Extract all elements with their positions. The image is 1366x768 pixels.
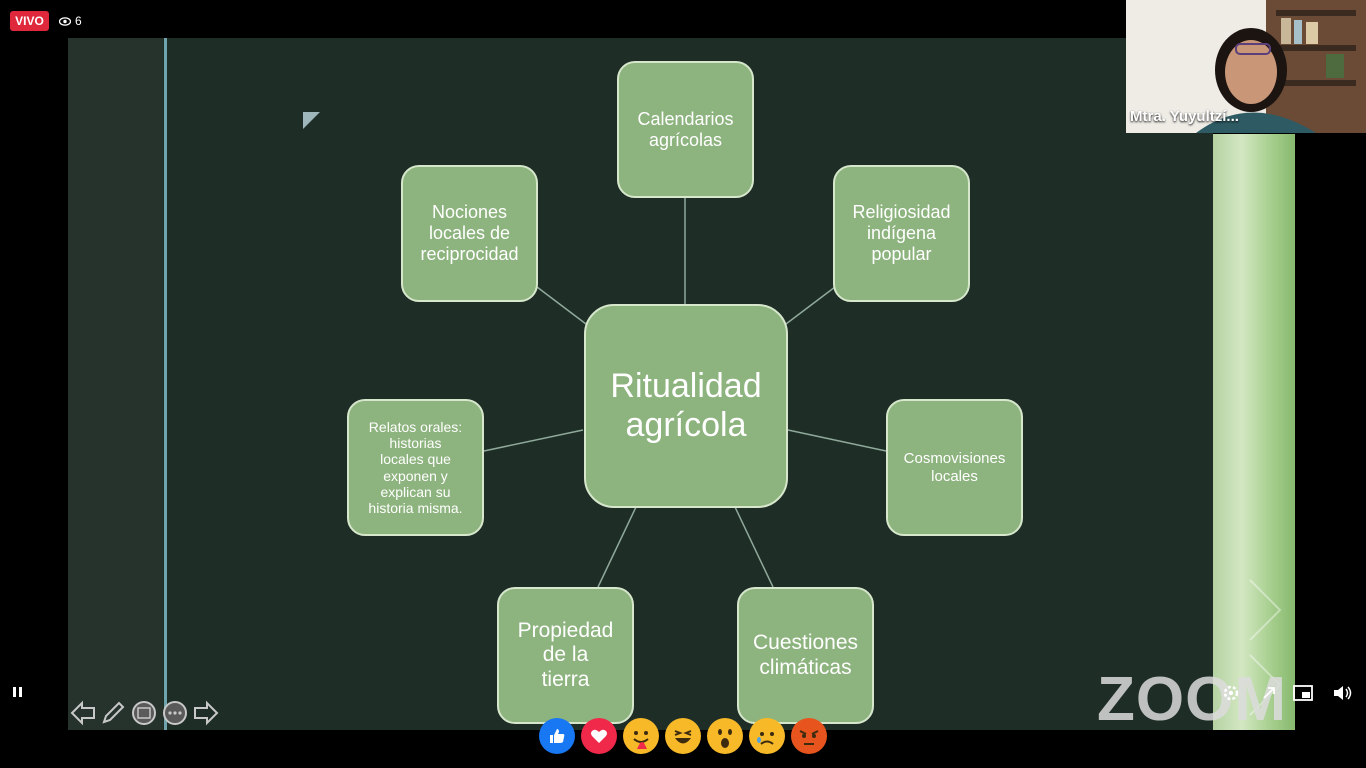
participant-video-frame <box>1126 0 1366 133</box>
node-line: Religiosidad <box>852 202 951 223</box>
slide-decorative-strip <box>1213 134 1295 730</box>
node-line: Cosmovisiones <box>903 450 1006 468</box>
node-line: indígena <box>866 223 937 244</box>
volume-icon[interactable] <box>1332 684 1354 702</box>
wow-icon[interactable] <box>707 718 743 754</box>
node-line: tierra <box>541 667 590 691</box>
viewer-count: 6 <box>59 12 82 30</box>
node-line: explican su <box>380 483 451 500</box>
live-badge: VIVO <box>10 11 49 31</box>
node-line: locales <box>931 467 978 485</box>
participant-name: Mtra. Yuyultzí... <box>1130 108 1239 125</box>
slides-overview-icon[interactable] <box>131 700 157 726</box>
node-line: climáticas <box>759 655 852 679</box>
participant-video[interactable] <box>1126 0 1366 133</box>
node-line: reciprocidad <box>420 243 519 264</box>
viewer-count-value: 6 <box>75 14 82 28</box>
slide-cursor-icon <box>303 112 320 129</box>
settings-icon[interactable] <box>1222 684 1240 702</box>
pen-icon[interactable] <box>100 700 126 726</box>
eye-icon <box>59 16 71 26</box>
node-line: Cuestiones <box>752 631 859 655</box>
connector-bottom-right <box>734 506 774 588</box>
node-line: locales de <box>428 223 511 244</box>
pip-icon[interactable] <box>1293 684 1313 702</box>
connector-bottom-left <box>597 506 637 588</box>
node-line: historia misma. <box>368 499 463 516</box>
slide-vertical-rule <box>164 38 167 730</box>
slide-side-panel <box>68 38 163 730</box>
connector-top-left <box>536 286 587 325</box>
expand-icon[interactable] <box>1262 686 1276 700</box>
care-icon[interactable] <box>623 718 659 754</box>
node-line: exponen y <box>383 467 448 484</box>
zoom-watermark: ZOOM <box>1097 665 1287 734</box>
strip-chevron-decoration <box>1249 579 1282 716</box>
node-line: locales que <box>380 451 451 468</box>
node-line: de la <box>542 643 589 667</box>
pause-icon[interactable] <box>12 684 24 705</box>
love-icon[interactable] <box>581 718 617 754</box>
node-line: Calendarios <box>637 108 734 129</box>
center-line: Ritualidad <box>610 366 762 405</box>
connector-right <box>787 429 887 452</box>
node-line: Nociones <box>431 202 508 223</box>
node-line: agrícolas <box>648 129 723 150</box>
node-line: popular <box>871 243 932 264</box>
node-line: Relatos orales: <box>368 419 463 436</box>
angry-icon[interactable] <box>791 718 827 754</box>
node-line: historias <box>389 435 442 452</box>
more-options-icon[interactable] <box>162 700 188 726</box>
connector-left <box>483 429 584 452</box>
center-line: agrícola <box>625 406 747 444</box>
prev-slide-icon[interactable] <box>70 700 96 726</box>
connector-top-right <box>785 286 836 325</box>
next-slide-icon[interactable] <box>193 700 219 726</box>
haha-icon[interactable] <box>665 718 701 754</box>
sad-icon[interactable] <box>749 718 785 754</box>
like-icon[interactable] <box>539 718 575 754</box>
node-line: Propiedad <box>517 619 614 643</box>
